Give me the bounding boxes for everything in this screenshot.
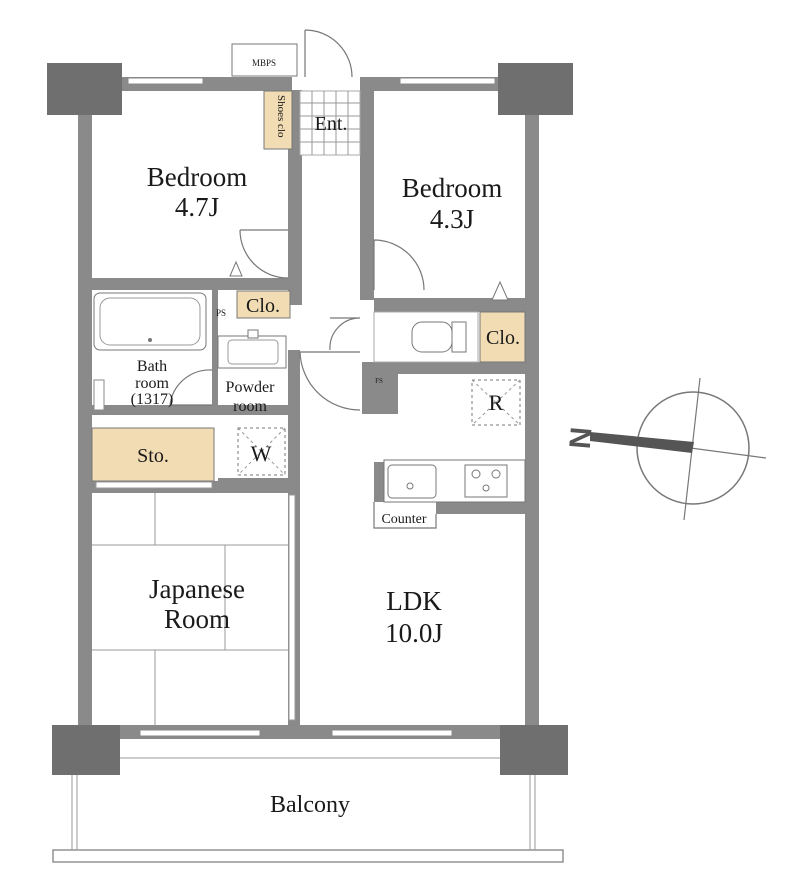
compass-north-label: N [562, 426, 597, 450]
mbps-label: MBPS [252, 58, 276, 68]
doors [169, 29, 509, 411]
compass [590, 377, 767, 521]
bath-line2: room [135, 375, 169, 392]
tatami [92, 493, 288, 725]
sliding-doors [95, 481, 296, 721]
refrigerator-space [471, 379, 521, 426]
powder-line1: Powder [226, 379, 276, 396]
entrance-label: Ent. [315, 113, 348, 135]
refrigerator-label: R [489, 390, 504, 415]
japanese-room-line2: Room [164, 604, 230, 634]
closet-east [479, 311, 526, 363]
ldk-size: 10.0J [385, 618, 443, 648]
windows [127, 77, 496, 737]
storage [91, 427, 215, 482]
washbasin [217, 329, 287, 369]
closets [91, 90, 526, 482]
bedroom-east-size: 4.3J [430, 204, 474, 234]
bedroom-east-name: Bedroom [402, 173, 503, 203]
closet-west-label: Clo. [246, 295, 280, 317]
ps-label: PS [216, 308, 226, 318]
mbps-box [231, 43, 298, 77]
kitchen [373, 459, 526, 529]
storage-label: Sto. [137, 445, 169, 467]
counter-label: Counter [381, 512, 426, 527]
entrance-tiles [299, 90, 361, 156]
japanese-room-line1: Japanese [149, 574, 245, 604]
toilet [373, 311, 479, 363]
washer-label: W [251, 441, 272, 466]
closet-east-label: Clo. [486, 327, 520, 349]
balcony-text: Balcony [270, 792, 350, 818]
closet-west [236, 290, 291, 319]
fs-label: FS [375, 377, 383, 385]
bath-line1: Bath [137, 358, 167, 375]
bath-line3: (1317) [131, 391, 174, 408]
powder-line2: room [233, 398, 267, 415]
shoes-closet-label: Shoes clo [275, 95, 287, 138]
ldk-name: LDK [386, 586, 442, 616]
bathtub [93, 292, 207, 411]
bedroom-west-size: 4.7J [175, 192, 219, 222]
bedroom-west-name: Bedroom [147, 162, 248, 192]
washer-space [237, 427, 286, 476]
shoes-closet [263, 90, 293, 150]
structural-columns [47, 63, 573, 775]
